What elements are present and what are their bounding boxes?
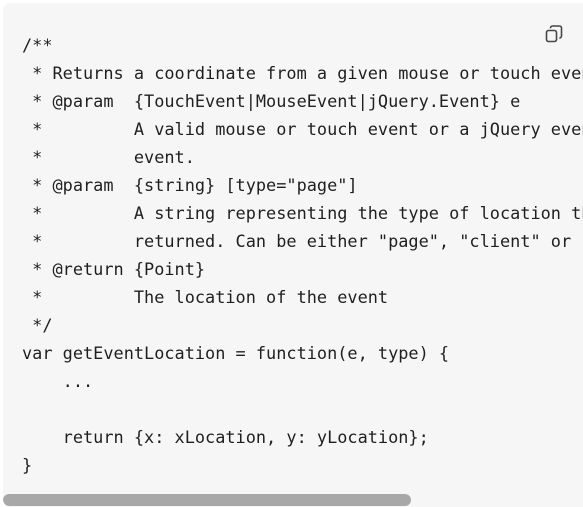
copy-icon (545, 25, 563, 43)
scrollbar-thumb[interactable] (3, 494, 411, 506)
code-line: return {x: xLocation, y: yLocation}; (22, 427, 429, 447)
code-line: * @param {string} [type="page"] (22, 175, 358, 195)
code-line: } (22, 455, 33, 475)
code-content: /** * Returns a coordinate from a given … (3, 3, 583, 479)
code-line: */ (22, 315, 53, 335)
code-line: /** (22, 35, 53, 55)
code-line: * event. (22, 147, 195, 167)
code-line: ... (22, 371, 94, 391)
code-line: * returned. Can be either "page", "clien… (32, 231, 583, 251)
code-line: * @param {TouchEvent|MouseEvent|jQuery.E… (22, 91, 521, 111)
code-line: * A string representing the type of loca… (32, 203, 583, 223)
code-line: * @return {Point} (22, 259, 206, 279)
copy-code-button[interactable] (542, 22, 566, 46)
code-line (22, 395, 583, 423)
code-line: * Returns a coordinate from a given mous… (22, 63, 583, 83)
code-line: * The location of the event (22, 287, 389, 307)
code-line: var getEventLocation = function(e, type)… (22, 343, 450, 363)
code-line: * A valid mouse or touch event or a jQue… (32, 119, 583, 139)
horizontal-scrollbar[interactable] (3, 493, 583, 507)
code-block: /** * Returns a coordinate from a given … (3, 3, 583, 507)
code-scroll-area[interactable]: /** * Returns a coordinate from a given … (3, 3, 583, 507)
